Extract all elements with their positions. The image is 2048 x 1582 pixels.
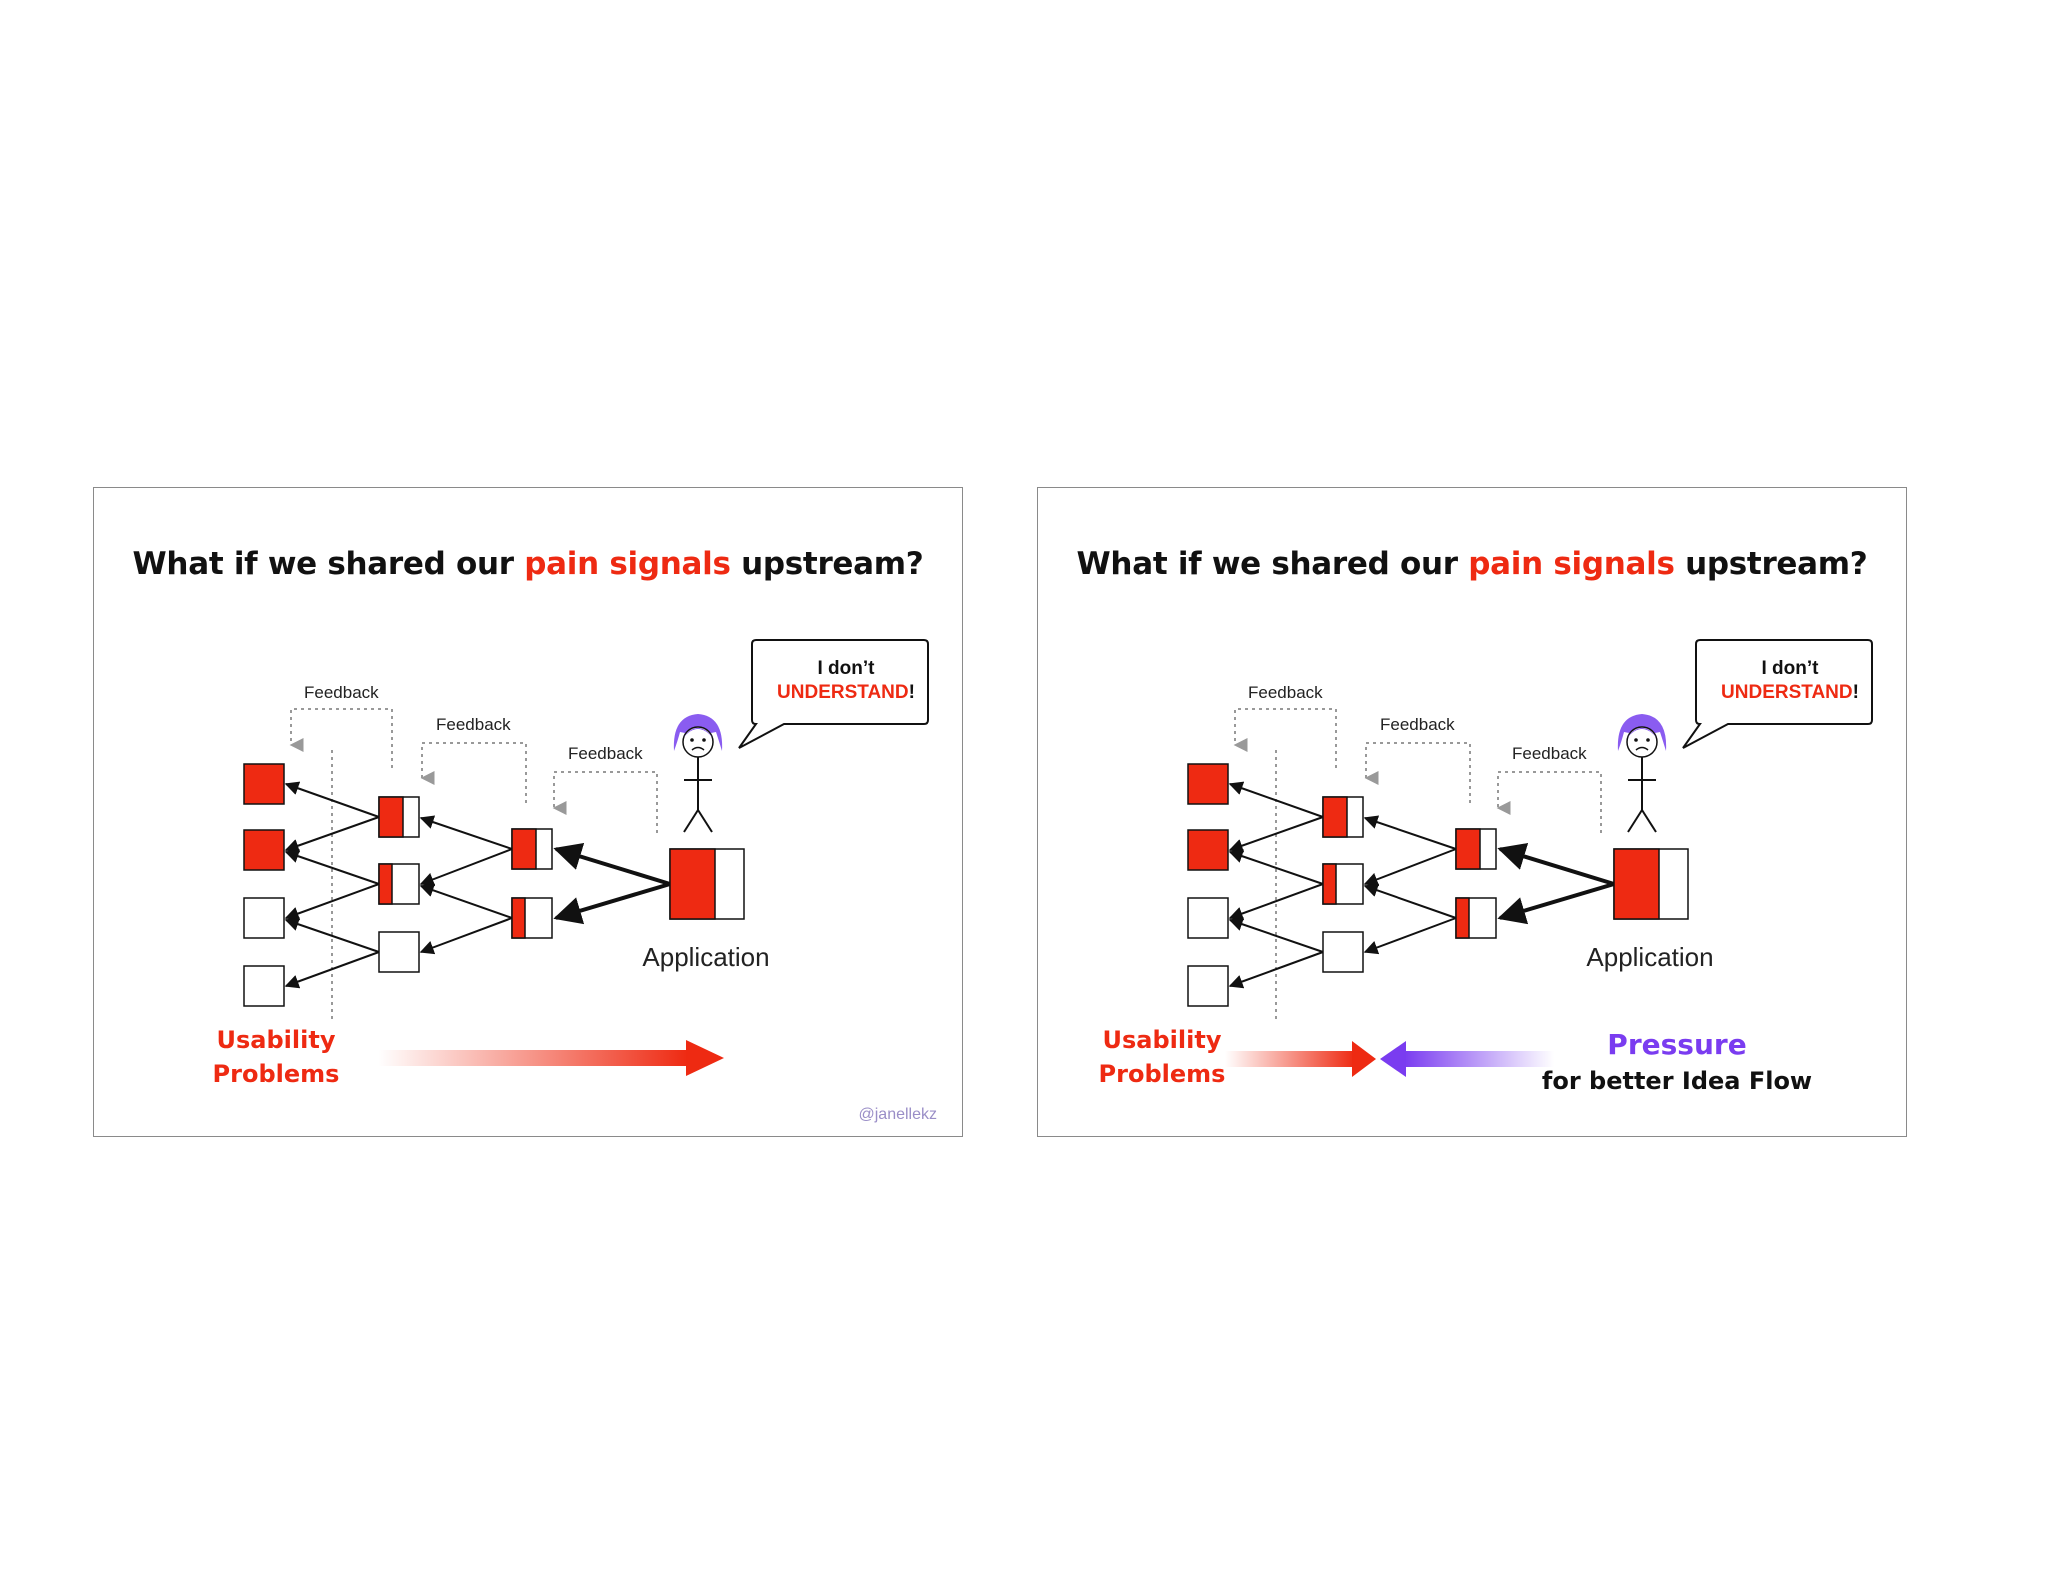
bubble-understand: UNDERSTAND bbox=[1721, 682, 1853, 703]
feedback-path-3 bbox=[1496, 771, 1602, 833]
component-box bbox=[1322, 931, 1364, 973]
pressure-label: Pressure bbox=[1607, 1028, 1746, 1061]
feedback-path-2 bbox=[1364, 742, 1471, 803]
title-highlight: pain signals bbox=[1468, 546, 1675, 582]
bubble-line-1: I don’t bbox=[818, 658, 876, 679]
usability-flow-arrow bbox=[1225, 1041, 1376, 1077]
speech-bubble: I don’t UNDERSTAND! bbox=[738, 639, 929, 749]
feedback-path-1 bbox=[1233, 708, 1337, 768]
speech-bubble: I don’t UNDERSTAND! bbox=[1682, 639, 1873, 749]
component-box-painful bbox=[243, 829, 285, 871]
component-box bbox=[243, 965, 285, 1007]
component-box-partial bbox=[1455, 897, 1497, 939]
feedback-label: Feedback bbox=[1248, 683, 1323, 702]
svg-text:UNDERSTAND!: UNDERSTAND! bbox=[1721, 682, 1859, 703]
feedback-label: Feedback bbox=[436, 715, 511, 734]
bubble-line-1: I don’t bbox=[1762, 658, 1820, 679]
slide-2: What if we shared our pain signals upstr… bbox=[1037, 487, 1907, 1137]
problems-label: Problems bbox=[1099, 1060, 1226, 1088]
title-highlight: pain signals bbox=[524, 546, 731, 582]
component-box-partial bbox=[378, 863, 420, 905]
bubble-understand: UNDERSTAND bbox=[777, 682, 909, 703]
usability-flow-arrow bbox=[378, 1040, 724, 1076]
usability-label: Usability bbox=[217, 1026, 336, 1054]
feedback-label: Feedback bbox=[568, 744, 643, 763]
svg-text:UNDERSTAND!: UNDERSTAND! bbox=[777, 682, 915, 703]
component-box-painful bbox=[243, 763, 285, 805]
dependency-diagram: Feedback Feedback Feedback bbox=[213, 639, 938, 1123]
feedback-label: Feedback bbox=[1380, 715, 1455, 734]
dependency-diagram: Feedback Feedback Feedback bbox=[1099, 639, 1873, 1095]
component-box-partial bbox=[378, 796, 420, 838]
component-box-partial bbox=[1455, 828, 1497, 870]
idea-flow-label: for better Idea Flow bbox=[1542, 1067, 1812, 1095]
feedback-label: Feedback bbox=[1512, 744, 1587, 763]
application-box bbox=[1613, 848, 1689, 920]
slide-title: What if we shared our pain signals upstr… bbox=[132, 546, 924, 582]
component-box-partial bbox=[1322, 796, 1364, 838]
slide-title: What if we shared our pain signals upstr… bbox=[1076, 546, 1868, 582]
feedback-path-1 bbox=[289, 708, 393, 768]
application-box bbox=[669, 848, 745, 920]
component-box-partial bbox=[511, 828, 553, 870]
component-box bbox=[243, 897, 285, 939]
feedback-label: Feedback bbox=[304, 683, 379, 702]
feedback-path-3 bbox=[552, 771, 658, 833]
application-label: Application bbox=[642, 942, 769, 972]
component-box bbox=[378, 931, 420, 973]
component-box bbox=[1187, 965, 1229, 1007]
pressure-flow-arrow bbox=[1380, 1041, 1554, 1077]
component-box-partial bbox=[1322, 863, 1364, 905]
component-box bbox=[1187, 897, 1229, 939]
slide-1: What if we shared our pain signals upstr… bbox=[93, 487, 963, 1137]
component-box-painful bbox=[1187, 829, 1229, 871]
usability-label: Usability bbox=[1103, 1026, 1222, 1054]
component-box-painful bbox=[1187, 763, 1229, 805]
feedback-path-2 bbox=[420, 742, 527, 803]
credit-label: @janellekz bbox=[859, 1106, 938, 1123]
confused-user-figure bbox=[673, 714, 723, 833]
component-box-partial bbox=[511, 897, 553, 939]
problems-label: Problems bbox=[213, 1060, 340, 1088]
confused-user-figure bbox=[1617, 714, 1667, 833]
application-label: Application bbox=[1586, 942, 1713, 972]
